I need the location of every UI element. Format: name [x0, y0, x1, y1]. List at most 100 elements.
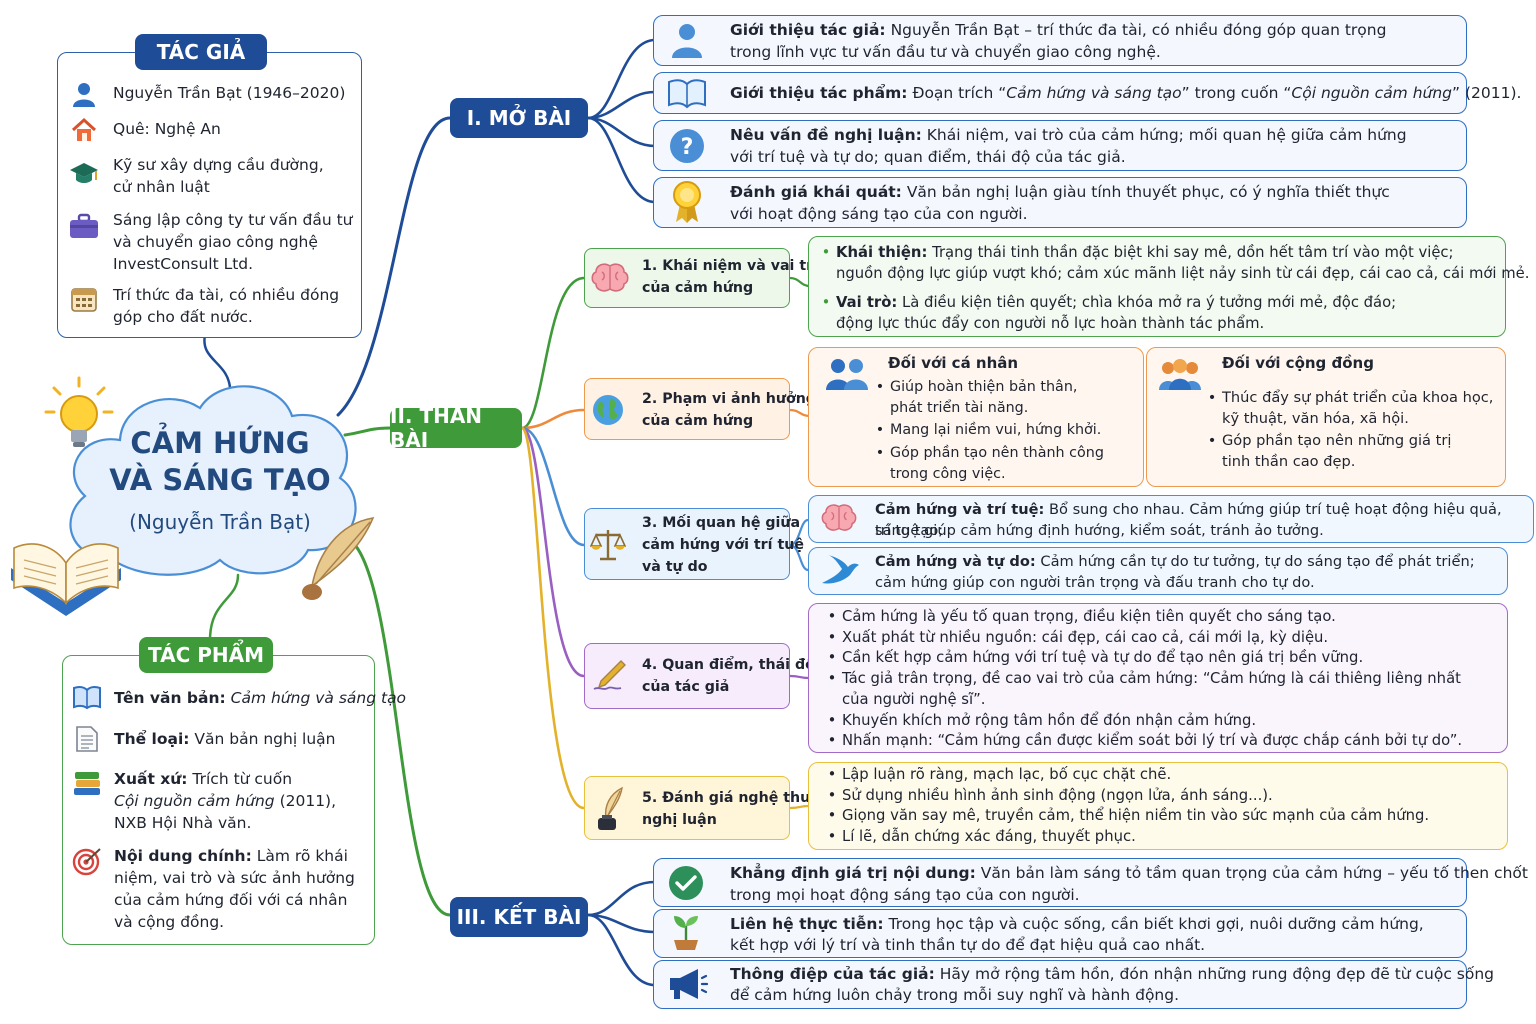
- award-medal-icon: [670, 180, 704, 228]
- center-author: (Nguyễn Trần Bạt): [129, 510, 311, 534]
- people-icon: [824, 356, 870, 396]
- center-title-line2: VÀ SÁNG TẠO: [109, 463, 331, 497]
- topic-5-line2: nghị luận: [642, 812, 717, 828]
- check-circle-icon: [667, 864, 705, 906]
- conclusion-item-message: [653, 960, 1467, 1009]
- conclusion-practice-line2: kết hợp với lý trí và tinh thần tự do để…: [730, 936, 1206, 954]
- conclusion-content-line2: trong mọi hoạt động sáng tạo của con ngư…: [730, 886, 1080, 904]
- topic-3-freedom-line2: cảm hứng giúp con người trân trọng và đấ…: [875, 574, 1315, 591]
- central-cloud: [50, 368, 370, 587]
- author-career-3: InvestConsult Ltd.: [113, 255, 254, 273]
- group-icon: [1158, 358, 1202, 396]
- intro-item-issue: [653, 120, 1467, 171]
- work-genre: Thể loại: Văn bản nghị luận: [114, 730, 336, 748]
- topic-3-box: [584, 508, 790, 580]
- topic-3-freedom-line1: Cảm hứng và tự do: Cảm hứng cần tự do tư…: [875, 553, 1475, 570]
- quill-pen-icon: [298, 514, 378, 608]
- author-career-2: và chuyển giao công nghệ: [113, 233, 318, 251]
- topic-5-list: •Lập luận rõ ràng, mạch lạc, bố cục chặt…: [827, 766, 1430, 846]
- graduation-cap-icon: [68, 160, 100, 192]
- topic-3-wisdom-line2: trí tuệ giúp cảm hứng định hướng, kiểm s…: [875, 522, 1324, 539]
- open-book-icon: [6, 508, 126, 622]
- topic-2-line2: của cảm hứng: [642, 413, 754, 429]
- person-icon: [70, 80, 98, 112]
- home-icon: [70, 116, 98, 148]
- briefcase-icon: [68, 212, 100, 244]
- topic-1-definition: •Khái thiện: Trạng thái tinh thần đặc bi…: [821, 244, 1530, 282]
- conclusion-item-practice: [653, 909, 1467, 958]
- conclusion-item-content: [653, 858, 1467, 907]
- sprout-icon: [668, 912, 704, 956]
- work-title: Tên văn bản: Cảm hứng và sáng tạo: [114, 689, 407, 707]
- work-source-1: Xuất xứ: Trích từ cuốn: [114, 770, 293, 788]
- lightbulb-icon: [44, 376, 114, 460]
- intro-work-line: Giới thiệu tác phẩm: Đoạn trích “Cảm hứn…: [730, 84, 1522, 102]
- topic-2-community-title: Đối với cộng đồng: [1222, 354, 1374, 372]
- book-icon: [72, 684, 102, 714]
- topic-4-line2: của tác giả: [642, 679, 730, 695]
- work-content-1: Nội dung chính: Làm rõ khái: [114, 847, 348, 865]
- section-body: II. THÂN BÀI: [390, 404, 522, 452]
- topic-5-line1: 5. Đánh giá nghệ thuật: [642, 790, 827, 806]
- topic-4-list: •Cảm hứng là yếu tố quan trọng, điều kiệ…: [827, 608, 1463, 750]
- center-title-line1: CẢM HỨNG: [130, 426, 310, 460]
- quill-inkpot-icon: [592, 786, 626, 836]
- topic-3-wisdom-line1: Cảm hứng và trí tuệ: Bổ sung cho nhau. C…: [875, 501, 1502, 539]
- intro-issue-line2: với trí tuệ và tự do; quan điểm, thái độ…: [730, 148, 1126, 166]
- bird-icon: [820, 553, 860, 591]
- topic-3-line2: cảm hứng với trí tuệ: [642, 537, 804, 553]
- section-conclusion: III. KẾT BÀI: [450, 897, 588, 937]
- pen-writing-icon: [591, 658, 627, 698]
- work-content-4: và cộng đồng.: [114, 913, 225, 931]
- work-source-3: NXB Hội Nhà văn.: [114, 814, 252, 832]
- conclusion-message-line1: Thông điệp của tác giả: Hãy mở rộng tâm …: [730, 965, 1495, 983]
- author-panel: [57, 52, 362, 338]
- author-hometown: Quê: Nghệ An: [113, 120, 221, 138]
- topic-4-detail: [808, 603, 1508, 753]
- intro-item-work: [653, 72, 1467, 114]
- topic-4-line1: 4. Quan điểm, thái độ: [642, 657, 815, 673]
- topic-2-individual: [808, 347, 1144, 487]
- topic-3-wisdom: [808, 495, 1534, 543]
- author-contribution-1: Trí thức đa tài, có nhiều đóng: [113, 286, 340, 304]
- stacked-books-icon: [72, 768, 102, 802]
- topic-2-individual-title: Đối với cá nhân: [888, 354, 1019, 372]
- topic-2-community: [1146, 347, 1506, 487]
- topic-3-line3: và tự do: [642, 559, 708, 575]
- topic-3-freedom: [808, 547, 1508, 595]
- scales-icon: [589, 527, 627, 567]
- intro-item-evaluation: [653, 177, 1467, 228]
- person-icon: [668, 20, 706, 64]
- author-education-2: cử nhân luật: [113, 178, 210, 196]
- question-icon: ?: [668, 127, 706, 169]
- brain-icon: [820, 503, 858, 537]
- topic-1-line2: của cảm hứng: [642, 280, 754, 296]
- calendar-icon: [70, 285, 98, 317]
- author-education-1: Kỹ sư xây dựng cầu đường,: [113, 156, 324, 174]
- topic-5-detail: [808, 762, 1508, 850]
- topic-2-community-list: •Thúc đẩy sự phát triển của khoa học, kỹ…: [1207, 389, 1494, 471]
- topic-3-line1: 3. Mối quan hệ giữa: [642, 515, 801, 531]
- globe-icon: [591, 393, 625, 431]
- intro-eval-line1: Đánh giá khái quát: Văn bản nghị luận gi…: [730, 183, 1390, 201]
- open-book-icon: [667, 77, 707, 113]
- section-intro: I. MỞ BÀI: [450, 98, 588, 138]
- work-panel-header: TÁC PHẨM: [139, 637, 273, 673]
- conclusion-message-line2: để cảm hứng luôn chảy trong mỗi suy nghĩ…: [730, 986, 1180, 1004]
- work-source-2: Cội nguồn cảm hứng (2011),: [114, 792, 337, 810]
- target-icon: [72, 846, 102, 880]
- intro-author-line1: Giới thiệu tác giả: Nguyễn Trần Bạt – tr…: [730, 21, 1387, 39]
- brain-icon: [590, 262, 630, 298]
- svg-text:?: ?: [681, 135, 694, 160]
- topic-1-role: •Vai trò: Là điều kiện tiên quyết; chìa …: [821, 294, 1397, 332]
- author-name: Nguyễn Trần Bạt (1946–2020): [113, 84, 346, 102]
- author-contribution-2: góp cho đất nước.: [113, 308, 253, 326]
- intro-author-line2: trong lĩnh vực tư vấn đầu tư và chuyển g…: [730, 43, 1161, 61]
- conclusion-content-line1: Khẳng định giá trị nội dung: Văn bản làm…: [730, 864, 1528, 882]
- topic-2-individual-list: •Giúp hoàn thiện bản thân, phát triển tà…: [875, 379, 1104, 482]
- topic-2-line1: 2. Phạm vi ảnh hưởng: [642, 391, 816, 407]
- topic-1-line1: 1. Khái niệm và vai trò: [642, 258, 823, 274]
- intro-eval-line2: với hoạt động sáng tạo của con người.: [730, 205, 1028, 223]
